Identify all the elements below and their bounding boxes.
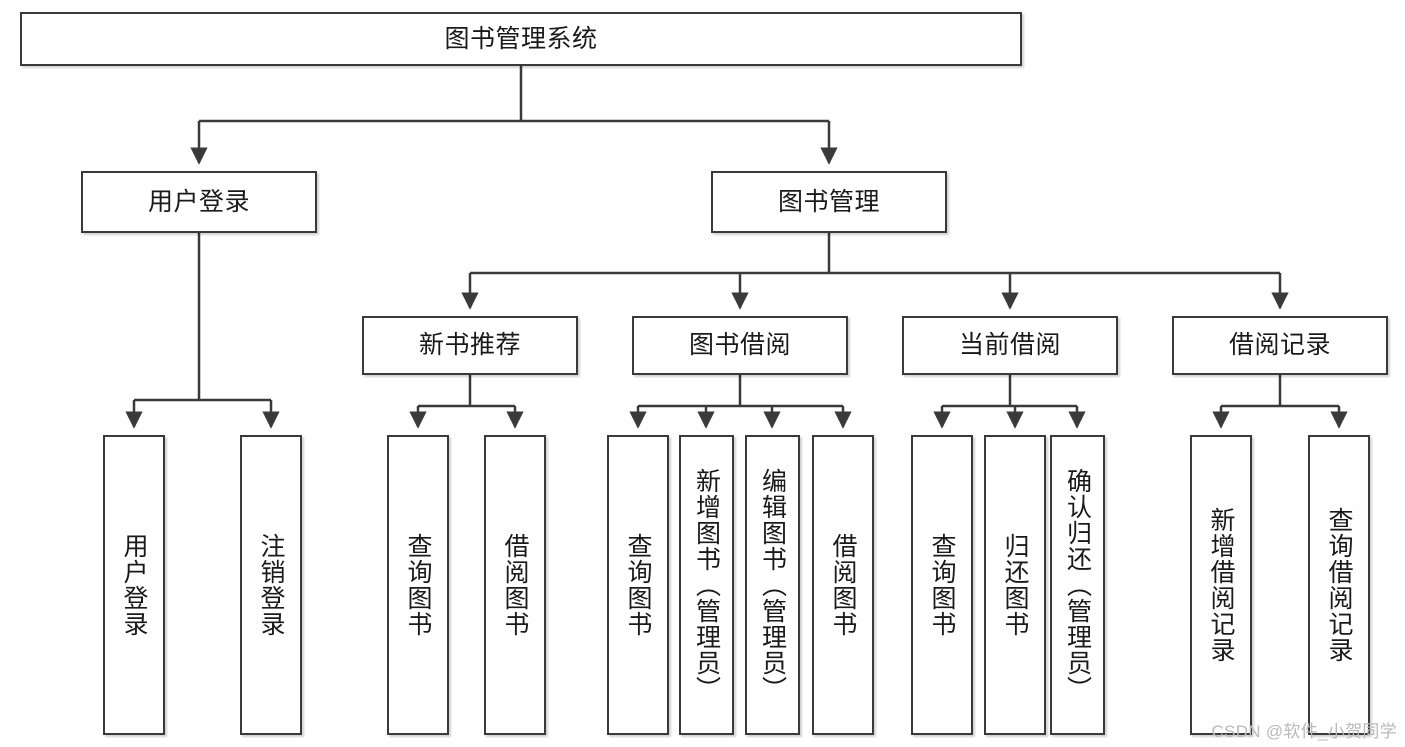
watermark-text: CSDN @软件_小贺同学 [1211,722,1397,741]
node-user-login[interactable]: 用户登录 [81,171,317,233]
leaf-confirm-return-label: 确认归还（管理员） [1063,468,1092,702]
node-root-label: 图书管理系统 [444,24,598,53]
leaf-query-book-1[interactable]: 查询图书 [387,435,449,735]
leaf-logout-label: 注销登录 [257,533,285,637]
leaf-borrow-book-1[interactable]: 借阅图书 [484,435,546,735]
node-book-borrow-label: 图书借阅 [688,331,791,359]
node-book-manage[interactable]: 图书管理 [711,171,947,233]
leaf-borrow-book-2[interactable]: 借阅图书 [812,435,874,735]
leaf-query-book-3[interactable]: 查询图书 [911,435,973,735]
leaf-query-record[interactable]: 查询借阅记录 [1308,435,1370,735]
node-new-book-rec[interactable]: 新书推荐 [362,316,578,375]
node-root[interactable]: 图书管理系统 [20,12,1022,66]
node-book-borrow[interactable]: 图书借阅 [632,316,848,375]
leaf-user-login-label: 用户登录 [120,533,148,637]
leaf-return-book-label: 归还图书 [1001,533,1029,637]
leaf-borrow-book-2-label: 借阅图书 [829,533,857,637]
leaf-edit-book[interactable]: 编辑图书（管理员） [745,435,800,735]
leaf-add-record-label: 新增借阅记录 [1207,507,1235,663]
node-borrow-record-label: 借阅记录 [1228,331,1331,359]
node-user-login-label: 用户登录 [147,187,250,216]
leaf-user-login[interactable]: 用户登录 [103,435,165,735]
leaf-query-book-1-label: 查询图书 [404,533,432,637]
node-borrow-record[interactable]: 借阅记录 [1172,316,1388,375]
leaf-query-record-label: 查询借阅记录 [1325,507,1353,663]
leaf-add-record[interactable]: 新增借阅记录 [1190,435,1252,735]
node-current-borrow[interactable]: 当前借阅 [902,316,1118,375]
leaf-return-book[interactable]: 归还图书 [984,435,1046,735]
leaf-add-book-label: 新增图书（管理员） [692,468,721,702]
leaf-query-book-2[interactable]: 查询图书 [607,435,669,735]
leaf-edit-book-label: 编辑图书（管理员） [758,468,787,702]
node-current-borrow-label: 当前借阅 [958,331,1061,359]
node-new-book-rec-label: 新书推荐 [418,331,521,359]
leaf-query-book-2-label: 查询图书 [624,533,652,637]
node-book-manage-label: 图书管理 [777,187,880,216]
leaf-borrow-book-1-label: 借阅图书 [501,533,529,637]
leaf-query-book-3-label: 查询图书 [928,533,956,637]
leaf-confirm-return[interactable]: 确认归还（管理员） [1050,435,1105,735]
leaf-add-book[interactable]: 新增图书（管理员） [679,435,734,735]
leaf-logout[interactable]: 注销登录 [240,435,302,735]
